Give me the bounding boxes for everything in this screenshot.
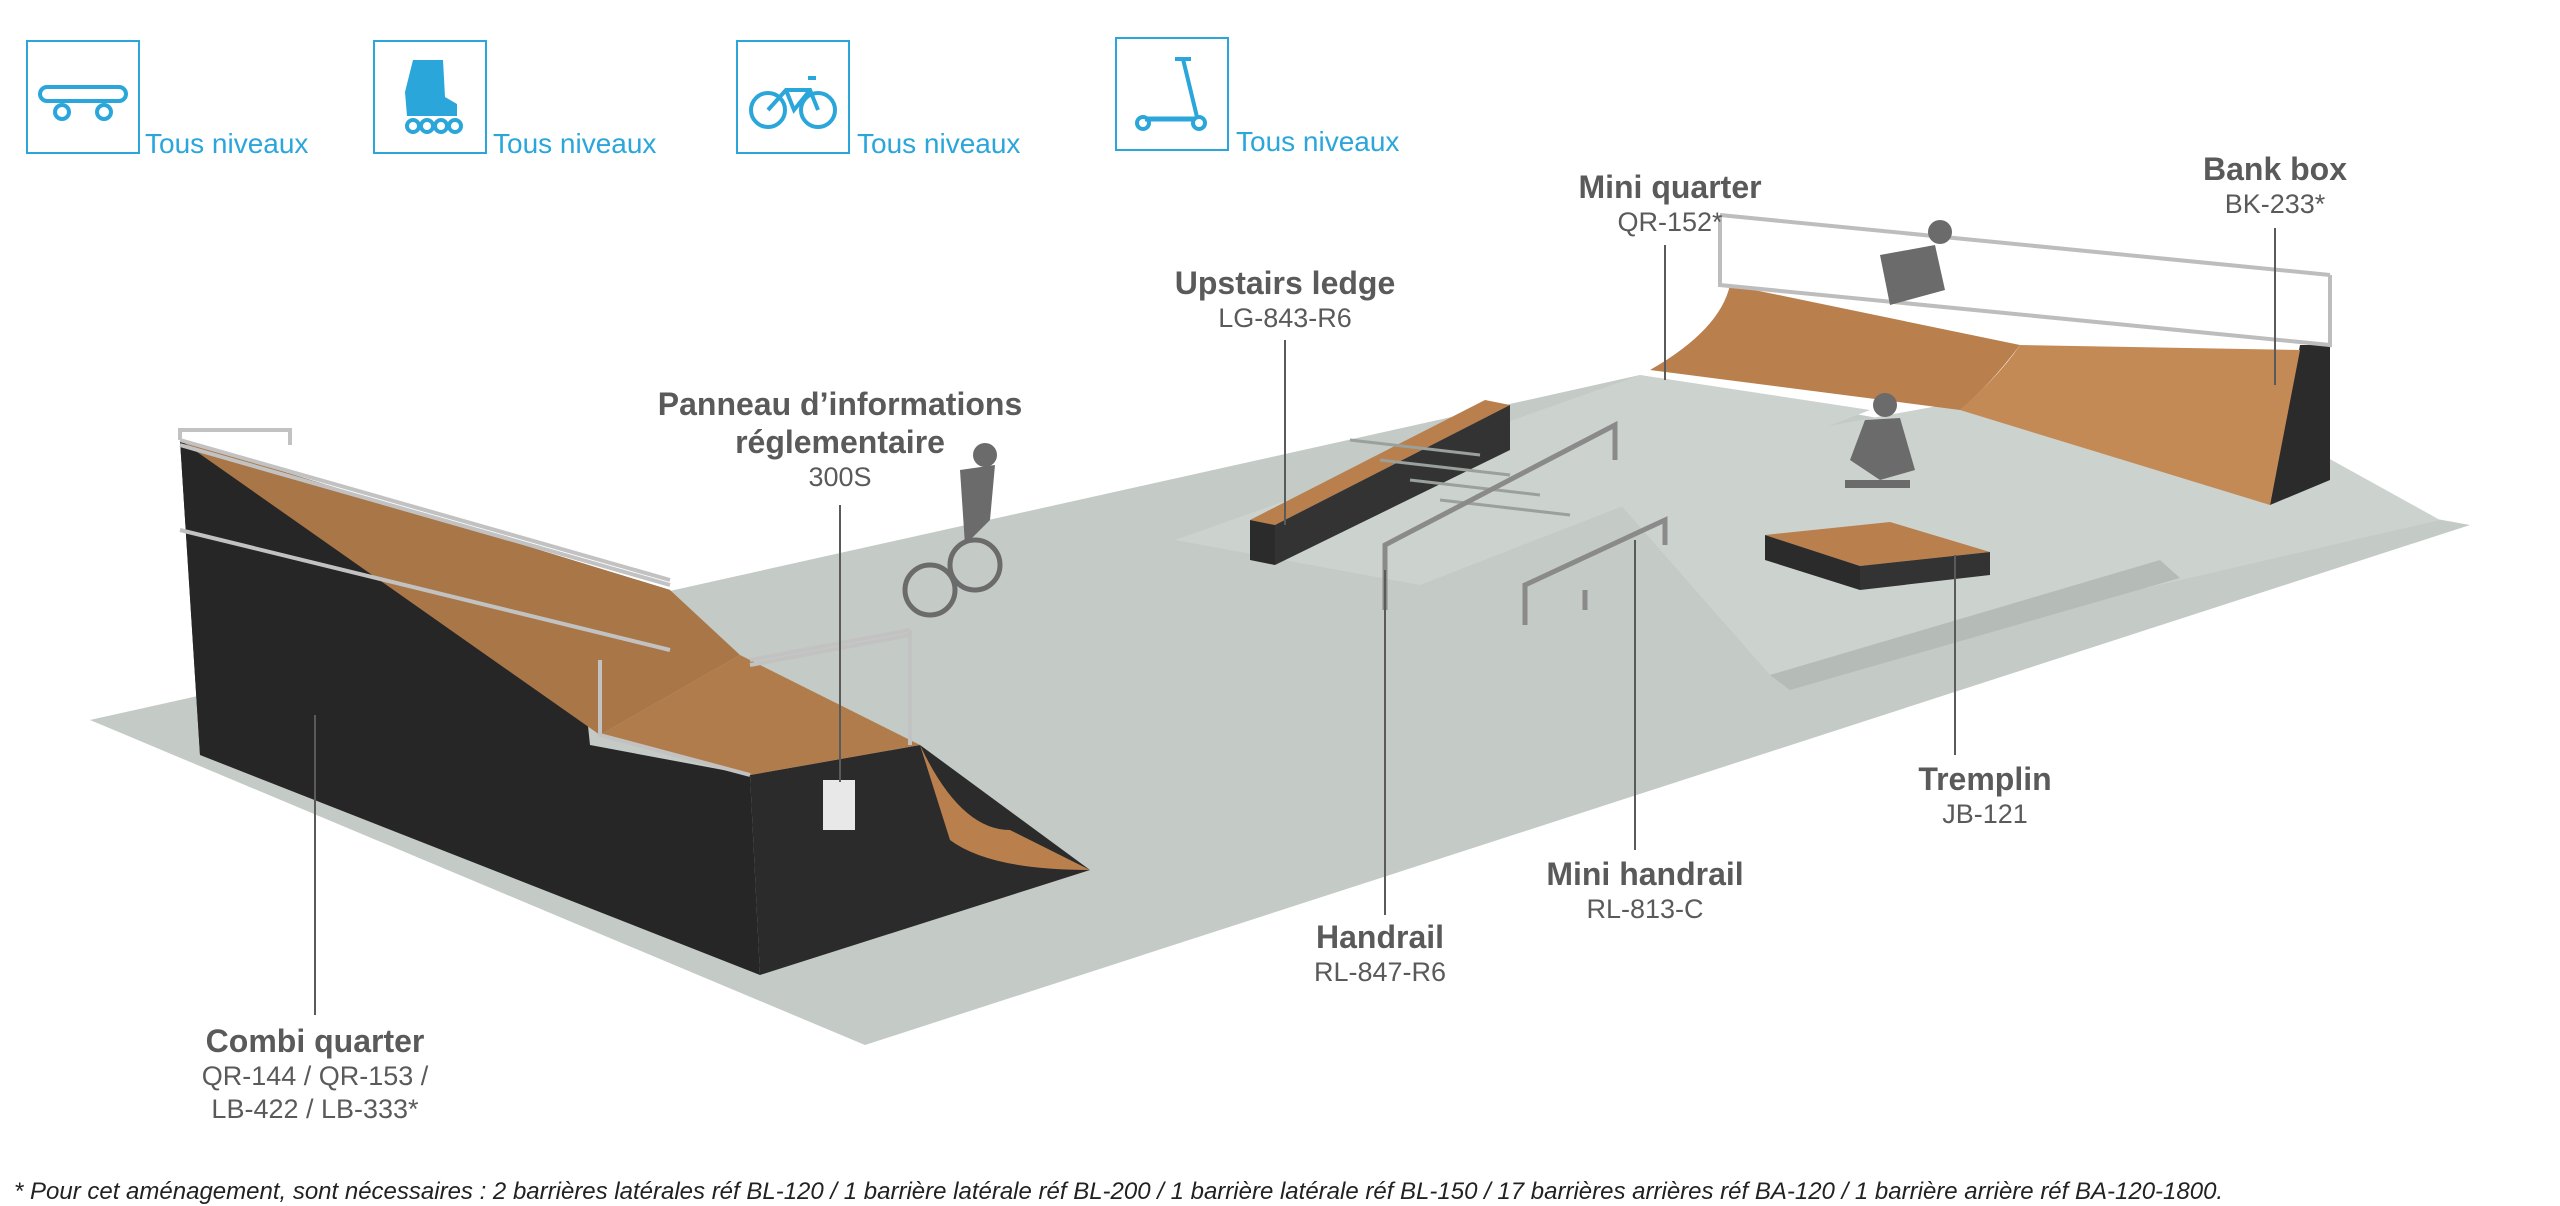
callout-name: Combi quarter [205,1023,425,1059]
roller-level-label: Tous niveaux [493,128,657,159]
callout-name: Panneau d’informations [657,386,1023,422]
callout-handrail: Handrail RL-847-R6 [1240,918,1520,989]
scooter-rider-silhouette [1880,220,1952,305]
jump-box-right [1860,552,1990,590]
ledge-top [1250,400,1510,525]
mini-quarter-ramp [1650,285,2020,410]
footnote: * Pour cet aménagement, sont nécessaires… [14,1178,2224,1205]
ledge-front [1275,405,1510,565]
callout-name: Handrail [1315,919,1445,955]
combi-quarter-left-wall [180,440,760,975]
jump-box-top [1765,522,1990,566]
bank-box-ramp [1960,345,2300,505]
callout-name: réglementaire [735,424,945,460]
combi-quarter-ramp [920,745,1090,870]
callout-leader-lines [314,228,2276,1015]
callout-name: Bank box [2202,151,2348,187]
callout-name: Mini handrail [1546,856,1744,892]
scooter-icon [1115,37,1229,151]
callout-ref: 300S [808,462,872,492]
callout-ref: RL-847-R6 [1313,957,1447,987]
callout-name: Tremplin [1918,761,2052,797]
jump-ramp-slope [1770,560,2180,690]
callout-ref: QR-152* [1617,207,1723,237]
callout-ref: LB-422 / LB-333* [211,1094,419,1124]
roller-skate-icon [373,40,487,154]
callout-upstairs-ledge: Upstairs ledge LG-843-R6 [1115,264,1455,335]
skateboard-level-label: Tous niveaux [145,128,309,159]
bmx-rider-silhouette [902,443,1003,618]
ledge-side [1250,520,1275,565]
mini-handrail-shape [1522,516,1668,625]
bmx-bike-icon [736,40,850,154]
callout-ref: JB-121 [1942,799,2028,829]
bmx-level-label: Tous niveaux [857,128,1021,159]
upstairs-zone [1175,375,1870,585]
jump-box-front [1765,535,1860,590]
info-panel [823,780,855,830]
callout-name: Upstairs ledge [1174,265,1396,301]
mini-quarter-wall [2270,345,2330,505]
callout-combi-quarter: Combi quarter QR-144 / QR-153 / LB-422 /… [145,1022,485,1126]
callout-panneau: Panneau d’informations réglementaire 300… [620,385,1060,494]
combi-quarter-fence [178,428,912,777]
callout-ref: RL-813-C [1586,894,1704,924]
callout-ref: LG-843-R6 [1218,303,1352,333]
callout-ref: BK-233* [2224,189,2326,219]
callout-tremplin: Tremplin JB-121 [1860,760,2110,831]
scooter-level-label: Tous niveaux [1236,126,1400,157]
mini-quarter-fence [1718,215,2332,348]
callout-mini-handrail: Mini handrail RL-813-C [1495,855,1795,926]
callout-ref: QR-144 / QR-153 / [201,1061,429,1091]
callout-bank-box: Bank box BK-233* [2150,150,2400,221]
callout-mini-quarter: Mini quarter QR-152* [1520,168,1820,239]
stairs [1349,438,1571,517]
skater-silhouette [1845,393,1915,488]
callout-name: Mini quarter [1578,169,1762,205]
skateboard-icon [26,40,140,154]
